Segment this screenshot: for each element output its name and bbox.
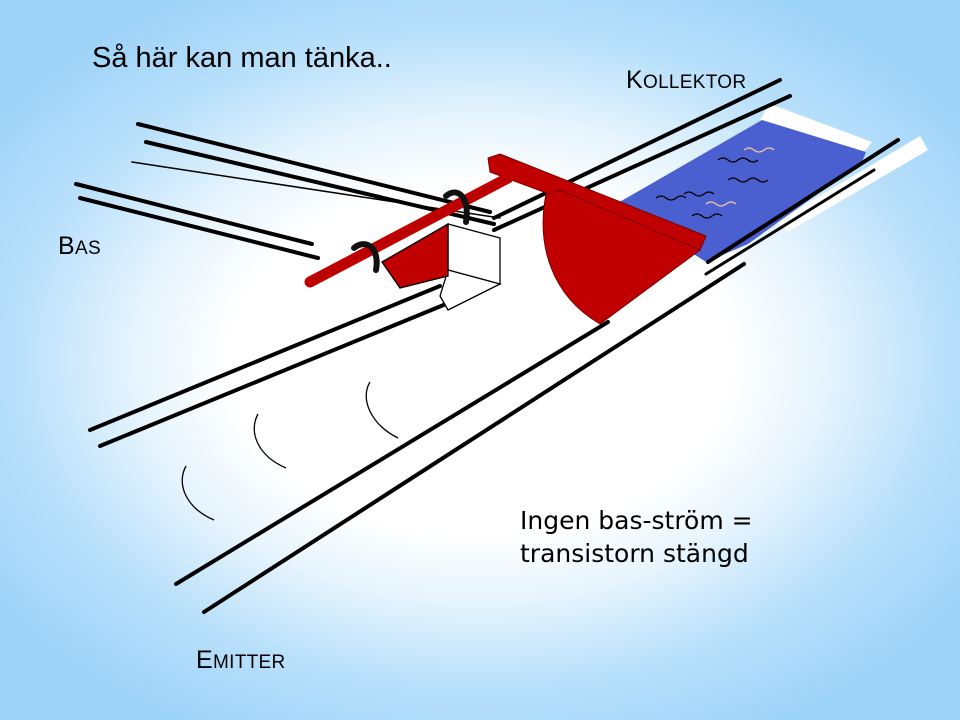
collector-line-4 [704,168,876,276]
kollektor-label-initial: K [626,66,643,94]
base-gate-flap [381,222,449,289]
bas-label-rest: AS [74,238,101,259]
base-channel-line-1 [136,122,492,214]
caption-line-2: transistorn stängd [520,539,749,568]
emitter-line-1 [88,284,442,432]
bas-label: BAS [58,232,101,261]
collector-valve-flap [542,189,701,325]
flow-arc-2 [253,413,287,469]
slide-title: Så här kan man tänka.. [92,42,392,74]
flow-arcs [181,381,399,521]
wave-1 [717,157,759,163]
wave-4 [683,191,715,197]
emitter-line-4 [202,262,746,614]
valve-arm [487,153,707,251]
wave-2 [743,147,775,153]
flow-arc-1 [365,381,399,439]
water-waves [655,147,775,219]
wave-5 [705,201,737,207]
hinge-1-icon [351,241,380,273]
collector-line-1 [492,78,782,220]
emitter-line-3 [174,320,610,586]
channel-lines [74,78,900,614]
hinge-2-icon [443,189,470,225]
valve-rod-shade [309,177,509,283]
emitter-label-rest: MITTER [212,652,286,673]
base-channel-line-3 [74,182,314,246]
collector-line-3 [706,138,900,264]
bas-label-initial: B [58,232,75,260]
wave-6 [691,213,723,219]
emitter-label-initial: E [196,646,213,674]
emitter-label: EMITTER [196,646,286,675]
gate-box-bottom [439,269,502,311]
emitter-highlight [592,246,742,350]
flow-arc-3 [181,465,215,521]
kollektor-label-rest: OLLEKTOR [642,72,747,93]
wave-7 [655,195,687,201]
wave-3 [727,177,769,183]
caption: Ingen bas-ström = transistorn stängd [520,504,753,570]
valve [304,153,707,325]
collector-line-2 [492,94,792,232]
emitter-line-2 [98,302,448,448]
base-channel-line-4 [78,196,320,260]
valve-rod [304,172,514,288]
kollektor-label: KOLLEKTOR [626,66,746,95]
caption-line-1: Ingen bas-ström = [520,506,753,535]
base-gate-box [381,222,502,311]
